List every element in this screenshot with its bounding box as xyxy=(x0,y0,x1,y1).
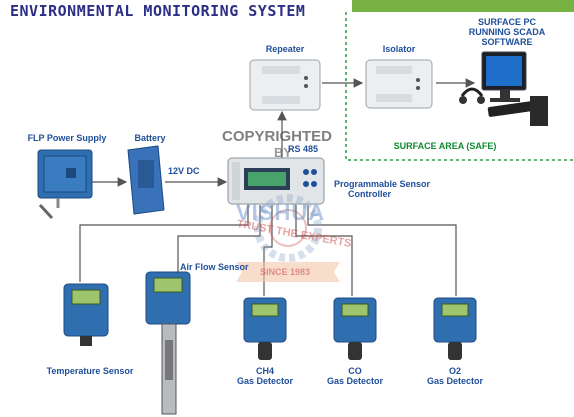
surface-pc-label: SURFACE PC RUNNING SCADA SOFTWARE xyxy=(452,17,562,47)
surface-area-boundary xyxy=(345,12,574,161)
rs485-label: RS 485 xyxy=(288,144,319,154)
o2-label-line-2: Gas Detector xyxy=(426,376,484,386)
watermark-copyright: COPYRIGHTED xyxy=(222,128,333,145)
header-accent-bar xyxy=(352,0,574,12)
isolator-device xyxy=(365,59,433,109)
ch4-label-line-1: CH4 xyxy=(255,366,274,376)
o2-label-line-1: O2 xyxy=(448,366,461,376)
watermark-since: SINCE 1983 xyxy=(260,267,311,277)
co-label-line-2: Gas Detector xyxy=(326,376,384,386)
o2-detector-device xyxy=(433,297,477,360)
flp-power-supply-label: FLP Power Supply xyxy=(27,133,107,143)
ch4-label-line-2: Gas Detector xyxy=(236,376,294,386)
surface-pc-line-2: RUNNING SCADA xyxy=(468,27,546,37)
o2-detector-label: O2 Gas Detector xyxy=(412,366,498,386)
co-label-line-1: CO xyxy=(348,366,362,376)
ch4-detector-label: CH4 Gas Detector xyxy=(222,366,308,386)
battery-device xyxy=(127,145,165,215)
co-detector-device xyxy=(333,297,377,360)
voltage-label: 12V DC xyxy=(168,166,200,176)
surface-pc xyxy=(459,51,548,126)
controller-label-line-1: Programmable Sensor xyxy=(334,179,431,189)
watermark-by: BY xyxy=(274,145,293,160)
sensor-bus xyxy=(79,205,457,296)
page-title: ENVIRONMENTAL MONITORING SYSTEM xyxy=(10,2,306,20)
ch4-detector-device xyxy=(243,297,287,360)
controller-device xyxy=(227,157,325,205)
surface-pc-line-1: SURFACE PC xyxy=(477,17,536,27)
flp-power-supply-device xyxy=(37,149,93,220)
surface-pc-line-3: SOFTWARE xyxy=(481,37,533,47)
watermark-ribbon xyxy=(236,262,340,282)
watermark-brand: VISHUA xyxy=(236,200,326,225)
air-flow-sensor-label: Air Flow Sensor xyxy=(180,262,249,272)
controller-label-line-2: Controller xyxy=(348,189,392,199)
repeater-device xyxy=(249,59,321,111)
repeater-label: Repeater xyxy=(265,44,305,54)
battery-label: Battery xyxy=(134,133,166,143)
isolator-label: Isolator xyxy=(382,44,416,54)
surface-area-label: SURFACE AREA (SAFE) xyxy=(393,141,497,151)
air-flow-sensor-device xyxy=(145,271,191,415)
temperature-sensor-label: Temperature Sensor xyxy=(46,366,134,376)
watermark-gear xyxy=(254,194,322,262)
temperature-sensor-device xyxy=(63,283,109,346)
co-detector-label: CO Gas Detector xyxy=(312,366,398,386)
controller-label: Programmable Sensor Controller xyxy=(334,179,430,199)
